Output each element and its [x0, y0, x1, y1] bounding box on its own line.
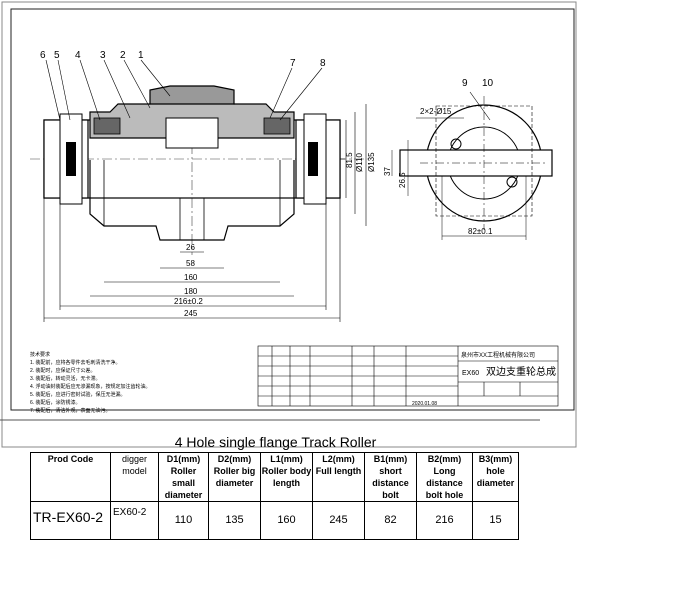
dim-label: 58 [186, 259, 195, 268]
dim-label: 82±0.1 [468, 227, 493, 236]
dim-label: 216±0.2 [174, 297, 203, 306]
part-number: 9 [462, 78, 468, 89]
part-number: 4 [75, 50, 81, 61]
cell-b1: 82 [364, 501, 417, 540]
title-company: 泉州市XX工程机械有限公司 [461, 351, 535, 359]
dim-label: 26 [186, 243, 195, 252]
table-title: 4 Hole single flange Track Roller [174, 434, 377, 450]
tech-note: 5. 装配后，应进行密封试验，保压无泄漏。 [30, 391, 126, 398]
tech-note: 4. 浮动油封装配后应无渗漏现象，按规定加注齿轮油。 [30, 383, 151, 390]
tech-note: 2. 装配时，应保证尺寸公差。 [30, 367, 96, 374]
part-number: 10 [482, 78, 494, 89]
col-header-l2: L2(mm)Full length [312, 452, 365, 502]
tech-note: 6. 装配后，涂防锈漆。 [30, 399, 81, 406]
part-number: 7 [290, 58, 296, 69]
title-name: 双边支重轮总成 [486, 365, 556, 378]
dim-label: 81.5 [345, 152, 354, 168]
cell-b2: 216 [416, 501, 473, 540]
part-number: 5 [54, 50, 60, 61]
cell-prod-code: TR-EX60-2 [30, 501, 111, 540]
dim-label: 2×2-Ø15 [420, 107, 452, 116]
title-date: 2020.01.08 [412, 401, 437, 407]
part-number: 6 [40, 50, 46, 61]
dim-label: 180 [184, 287, 198, 296]
part-number: 1 [138, 50, 144, 61]
tech-note: 1. 装配前，应将各零件去毛刺清洗干净。 [30, 359, 121, 366]
dim-label: 160 [184, 273, 198, 282]
dim-label: 245 [184, 309, 198, 318]
cell-l1: 160 [260, 501, 313, 540]
dim-label: 37 [383, 167, 392, 176]
col-header-prod-code: Prod Code [30, 452, 111, 502]
dim-label: 26.5 [398, 172, 407, 188]
table-row: TR-EX60-2 EX60-2 110 135 160 245 82 216 … [30, 501, 519, 540]
part-number: 2 [120, 50, 126, 61]
cell-digger-model: EX60-2 [110, 501, 159, 540]
tech-note: 7. 装配后，清洁外观，表面无油污。 [30, 407, 111, 414]
tech-notes-title: 技术要求 [30, 351, 50, 358]
cell-d2: 135 [208, 501, 261, 540]
cell-d1: 110 [158, 501, 209, 540]
dim-label: Ø135 [367, 152, 376, 172]
title-model: EX60 [462, 370, 479, 377]
part-number: 8 [320, 58, 326, 69]
cell-l2: 245 [312, 501, 365, 540]
tech-note: 3. 装配后，转动灵活，无卡滞。 [30, 375, 101, 382]
cell-b3: 15 [472, 501, 519, 540]
dim-label: Ø110 [355, 152, 364, 172]
part-number: 3 [100, 50, 106, 61]
